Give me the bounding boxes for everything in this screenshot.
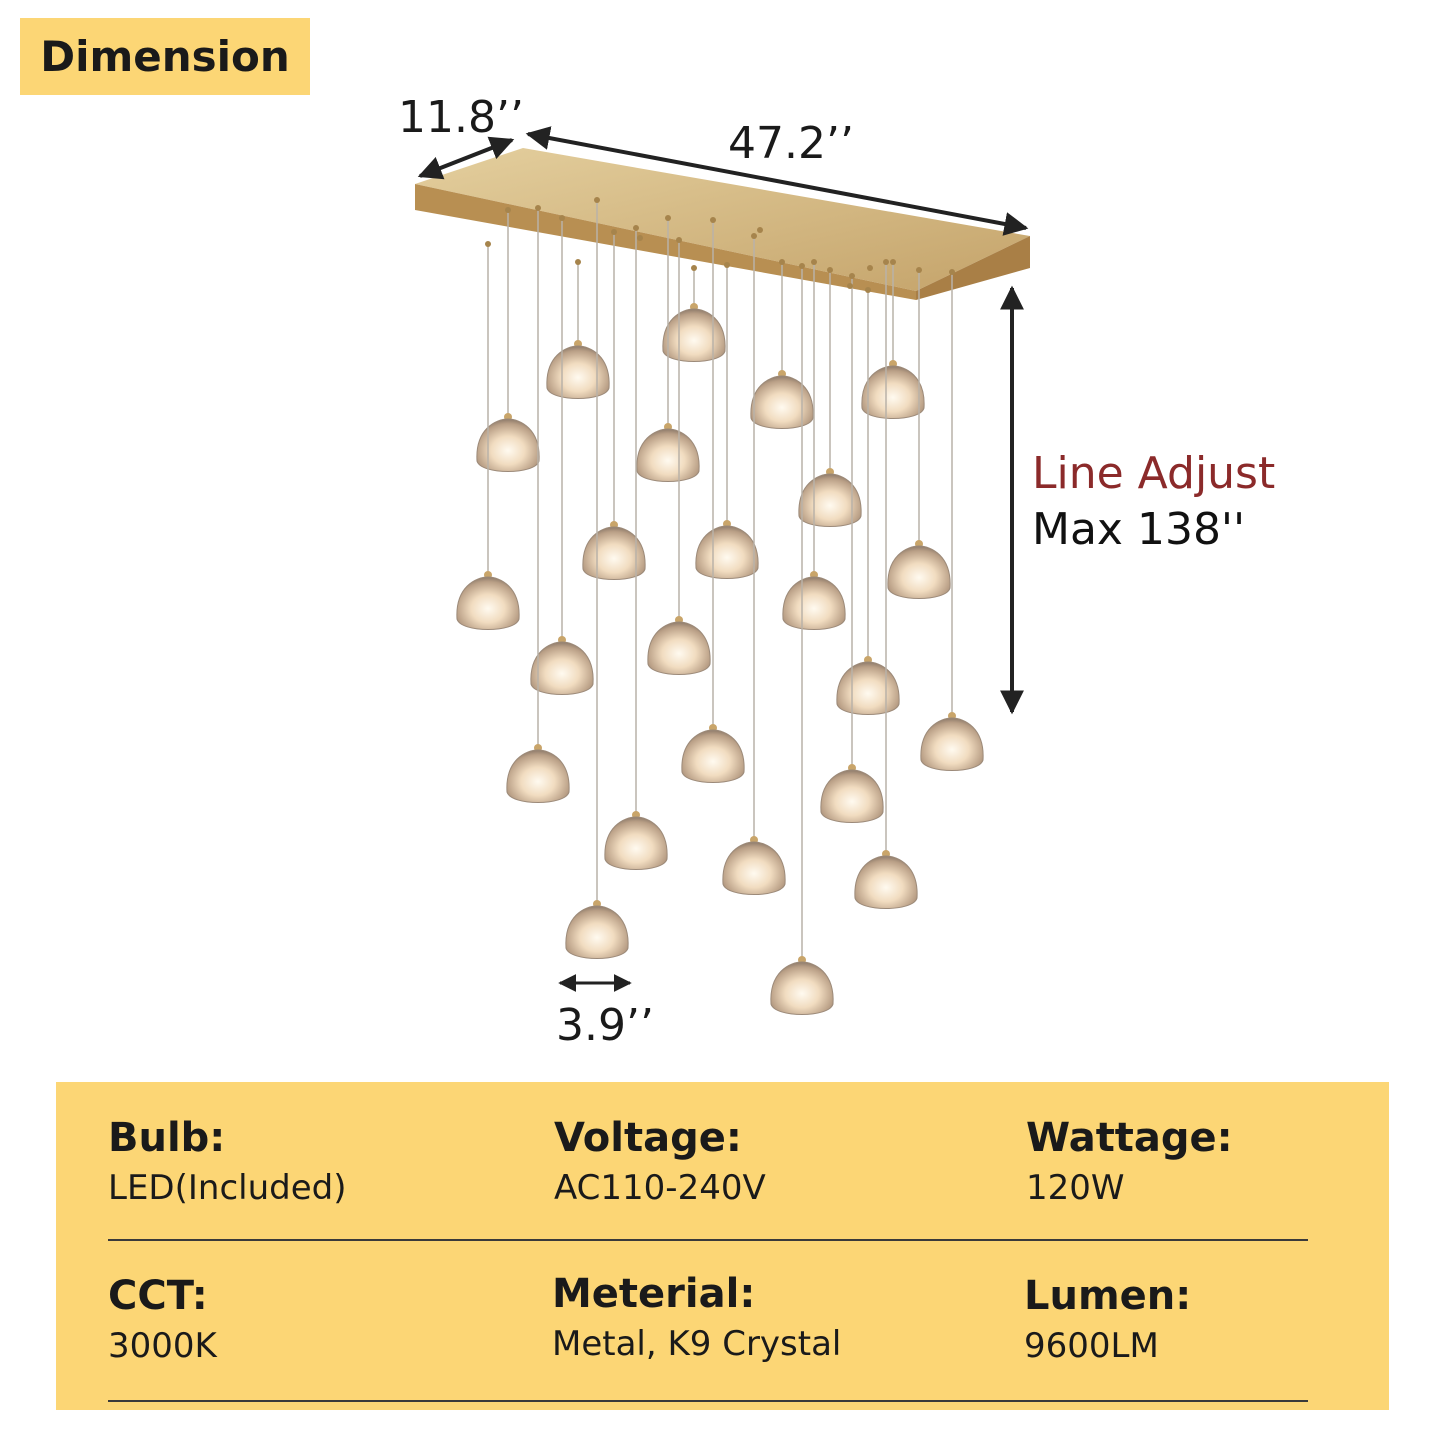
canopy-mount-point — [535, 205, 541, 211]
spec-value: 3000K — [108, 1326, 217, 1366]
spec-label: Bulb: — [108, 1115, 226, 1161]
canopy-mount-point — [611, 229, 617, 235]
canopy-mount-point — [485, 241, 491, 247]
divider — [108, 1400, 1308, 1402]
canopy-mount-point — [847, 283, 853, 289]
crystal-pendant — [681, 729, 745, 784]
canopy-mount-point — [949, 269, 955, 275]
crystal-pendant — [456, 576, 520, 631]
spec-bulb: Bulb: LED(Included) — [108, 1114, 346, 1210]
spec-label: CCT: — [108, 1273, 208, 1319]
crystal-pendant — [820, 769, 884, 824]
crystal-pendant — [836, 661, 900, 716]
crystal-pendant — [695, 525, 759, 580]
crystal-pendant — [530, 641, 594, 696]
crystal-pendant — [636, 428, 700, 483]
spec-value: AC110-240V — [554, 1168, 766, 1208]
divider — [108, 1239, 1308, 1241]
crystal-pendant — [854, 855, 918, 910]
crystal-pendant — [476, 418, 540, 473]
crystal-pendant — [604, 816, 668, 871]
dimension-title: Dimension — [40, 32, 290, 81]
canopy-mount-point — [751, 233, 757, 239]
crystal-pendant — [565, 905, 629, 960]
crystal-pendant — [782, 576, 846, 631]
crystal-pendant — [861, 365, 925, 420]
spec-value: LED(Included) — [108, 1168, 347, 1208]
line-adjust-note: Line Adjust Max 138'' — [1032, 446, 1275, 558]
spec-label: Meterial: — [552, 1271, 756, 1317]
canopy-mount-point — [867, 265, 873, 271]
spec-cct: CCT: 3000K — [108, 1272, 217, 1368]
spec-label: Lumen: — [1024, 1273, 1192, 1319]
canopy-mount-point — [633, 225, 639, 231]
canopy-mount-point — [757, 227, 763, 233]
crystal-pendant — [546, 345, 610, 400]
width-label: 47.2’’ — [728, 118, 854, 169]
canopy-mount-point — [827, 267, 833, 273]
crystal-pendant — [770, 961, 834, 1016]
canopy-mount-point — [916, 267, 922, 273]
canopy-mount-point — [594, 197, 600, 203]
spec-value: 120W — [1026, 1168, 1125, 1208]
spec-panel: Bulb: LED(Included) Voltage: AC110-240V … — [56, 1082, 1389, 1410]
canopy-mount-point — [811, 259, 817, 265]
line-adjust-max: Max 138'' — [1032, 504, 1246, 555]
spec-value: 9600LM — [1024, 1326, 1159, 1366]
canopy-mount-point — [849, 273, 855, 279]
crystal-pendant — [582, 526, 646, 581]
canopy-mount-point — [505, 207, 511, 213]
line-adjust-title: Line Adjust — [1032, 448, 1276, 499]
canopy-mount-point — [890, 259, 896, 265]
crystal-pendant — [920, 717, 984, 772]
spec-label: Wattage: — [1026, 1115, 1233, 1161]
spec-voltage: Voltage: AC110-240V — [554, 1114, 766, 1210]
canopy-mount-point — [637, 235, 643, 241]
width-arrow — [525, 126, 1029, 236]
canopy-mount-point — [779, 259, 785, 265]
depth-label: 11.8’’ — [398, 92, 524, 143]
canopy-mount-point — [724, 262, 730, 268]
spec-wattage: Wattage: 120W — [1026, 1114, 1233, 1210]
canopy-mount-point — [676, 237, 682, 243]
chandelier-illustration — [415, 126, 1030, 1016]
depth-arrow — [417, 136, 515, 180]
canopy-mount-point — [559, 215, 565, 221]
canopy-mount-point — [691, 265, 697, 271]
canopy-mount-point — [710, 217, 716, 223]
canopy-mount-point — [799, 263, 805, 269]
dimension-badge: Dimension — [20, 18, 310, 95]
crystal-pendant — [750, 375, 814, 430]
spec-value: Metal, K9 Crystal — [552, 1324, 842, 1364]
ball-diameter-label: 3.9’’ — [556, 1000, 654, 1051]
pendant-group — [456, 197, 984, 1016]
spec-label: Voltage: — [554, 1115, 742, 1161]
canopy-mount-point — [575, 259, 581, 265]
spec-material: Meterial: Metal, K9 Crystal — [552, 1270, 841, 1366]
crystal-pendant — [887, 545, 951, 600]
spec-lumen: Lumen: 9600LM — [1024, 1272, 1191, 1368]
crystal-pendant — [722, 841, 786, 896]
canopy-mount-point — [865, 287, 871, 293]
crystal-pendant — [662, 308, 726, 363]
canopy-mount-point — [665, 215, 671, 221]
crystal-pendant — [647, 621, 711, 676]
crystal-pendant — [506, 749, 570, 804]
canopy-mount-point — [883, 259, 889, 265]
